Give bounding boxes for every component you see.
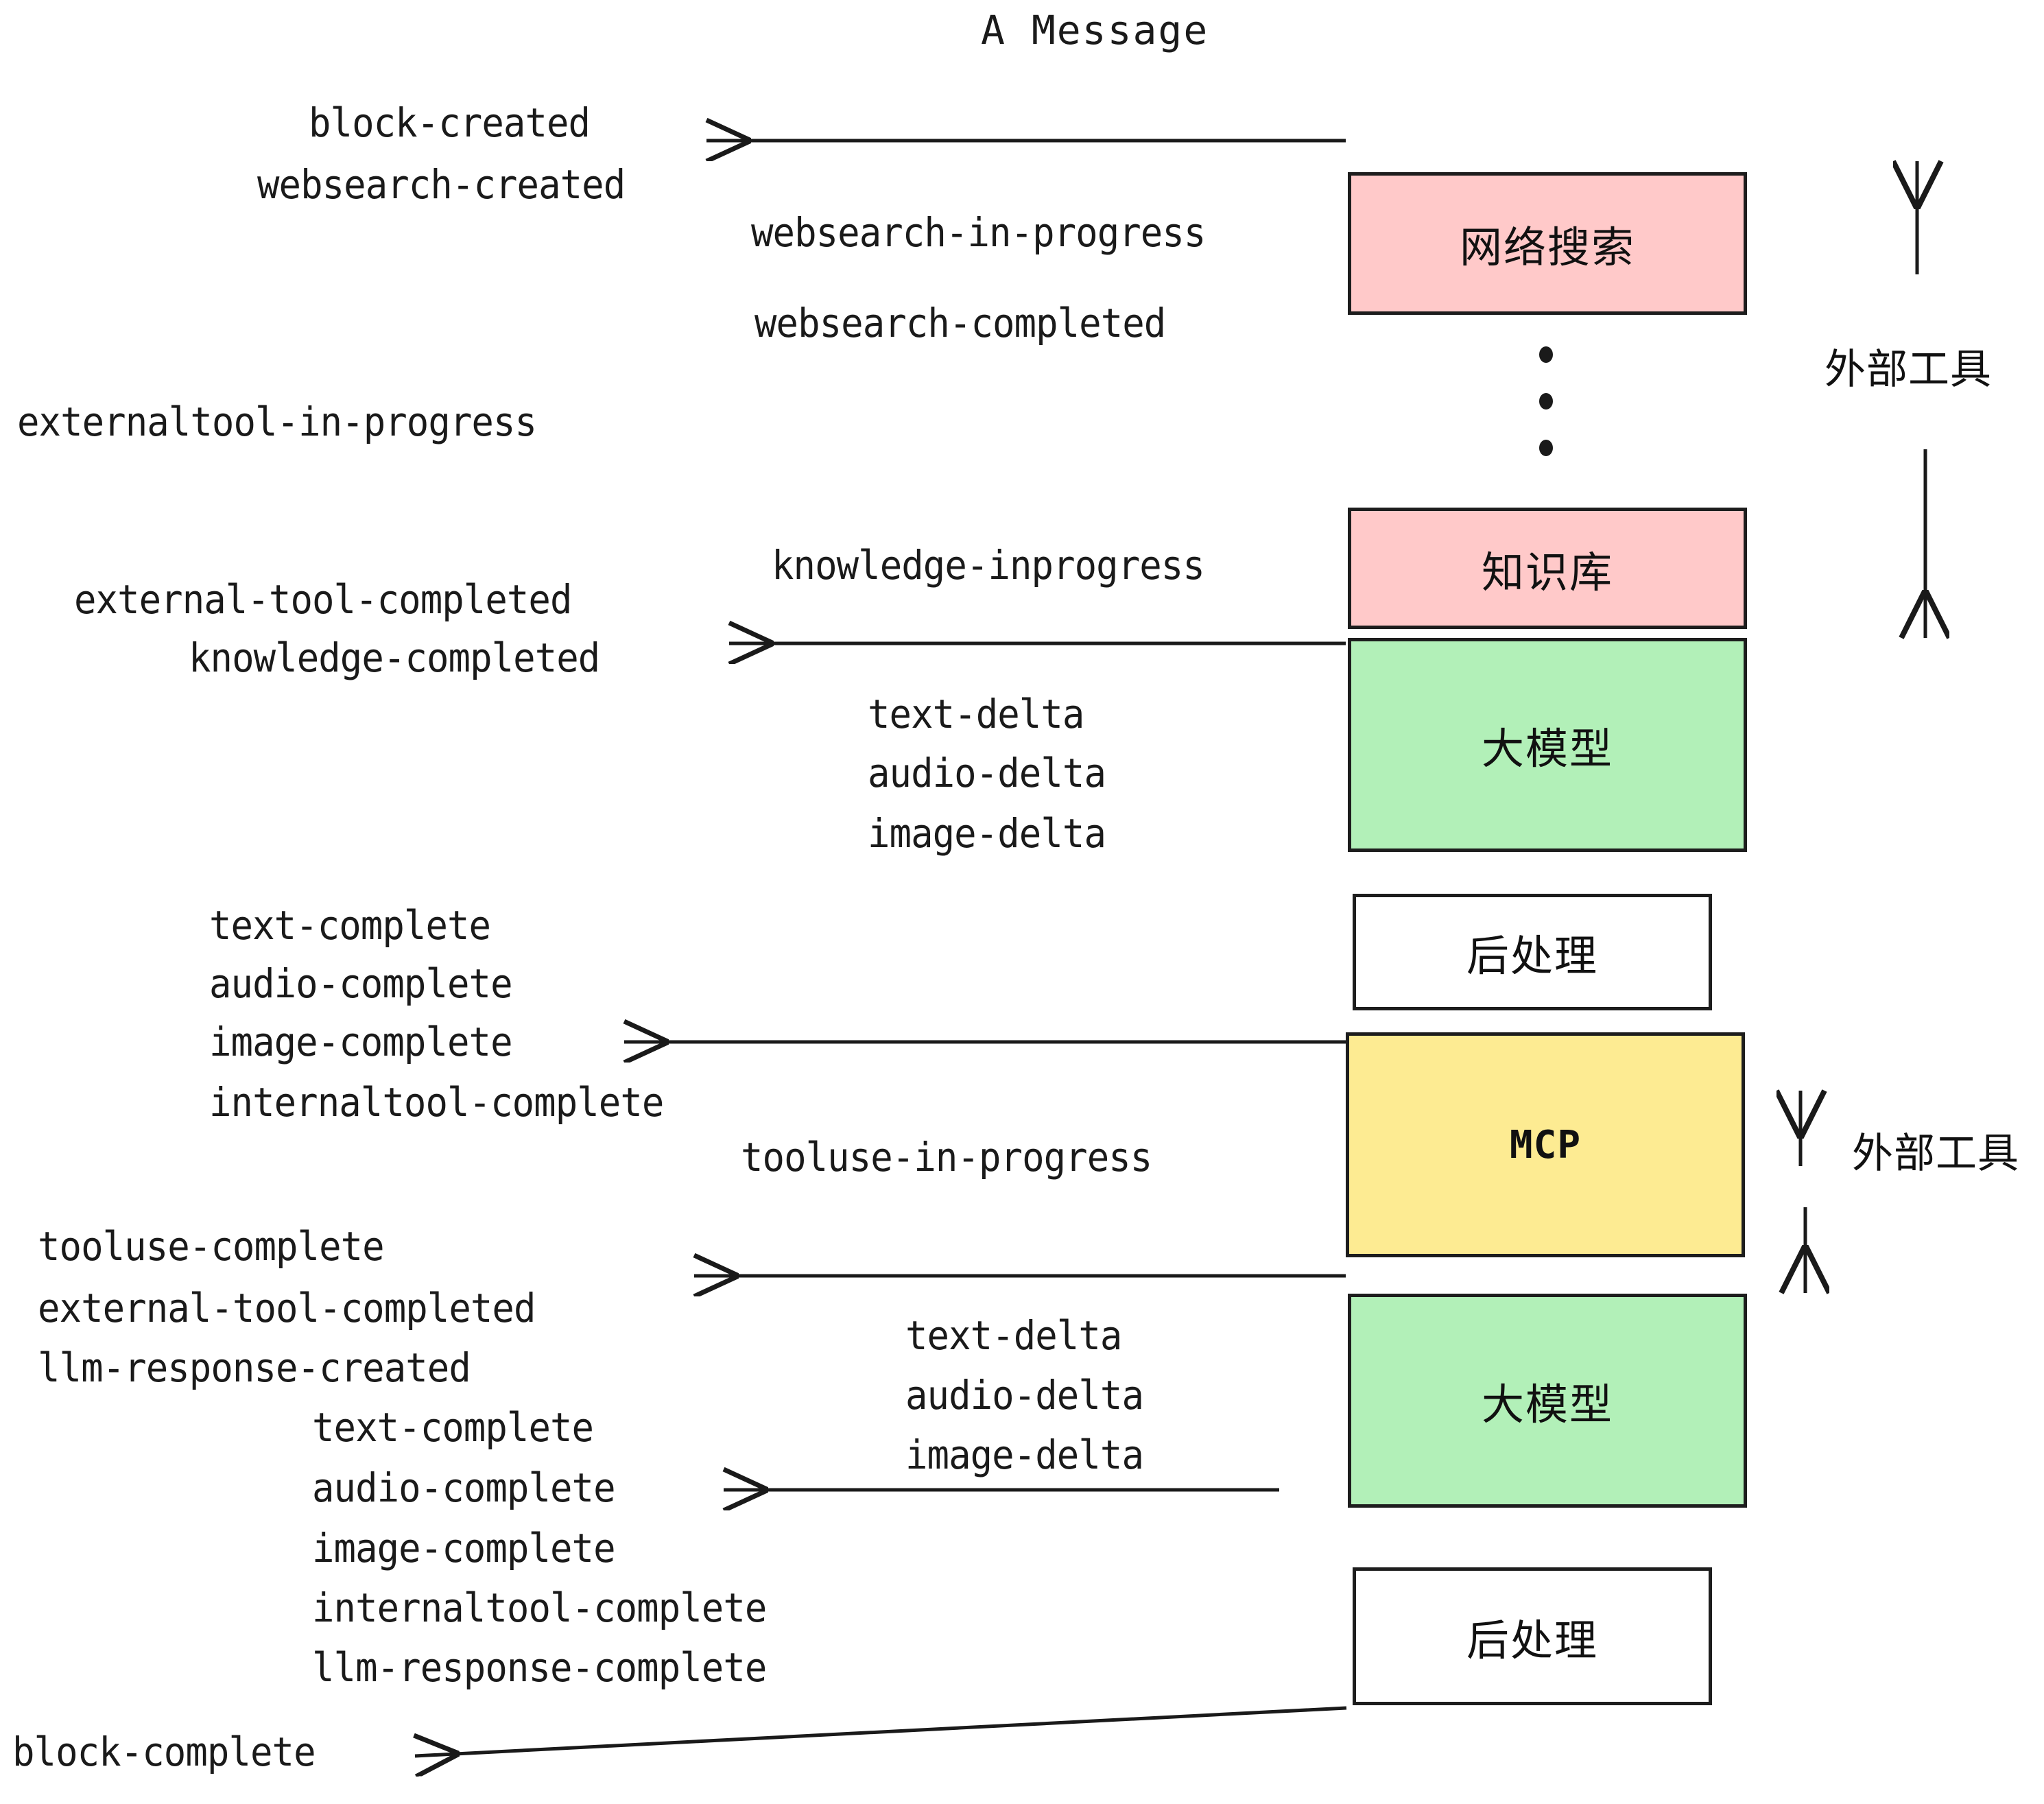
event-label-tooluse-in-progress: tooluse-in-progress <box>741 1134 1152 1180</box>
node-label: 网络搜索 <box>1459 222 1635 272</box>
event-label-image-complete-2: image-complete <box>312 1525 616 1571</box>
event-label-external-tool-completed-2: external-tool-completed <box>38 1285 536 1331</box>
event-label-knowledge-completed: knowledge-completed <box>189 634 600 681</box>
vertical-ellipsis-icon <box>1539 346 1553 486</box>
event-label-knowledge-inprogress: knowledge-inprogress <box>772 542 1205 589</box>
event-label-llm-response-complete: llm-response-complete <box>312 1644 767 1691</box>
node-label: 后处理 <box>1466 931 1598 981</box>
event-label-image-complete-1: image-complete <box>209 1019 513 1065</box>
event-label-text-delta-2: text-delta <box>905 1312 1122 1359</box>
node-label: 后处理 <box>1466 1615 1598 1665</box>
event-label-text-complete-1: text-complete <box>209 902 491 949</box>
node-label: MCP <box>1509 1122 1582 1167</box>
event-label-text-delta-1: text-delta <box>868 691 1084 737</box>
node-mcp[interactable]: MCP <box>1346 1032 1745 1257</box>
event-label-text-complete-2: text-complete <box>312 1404 594 1451</box>
event-label-image-delta-2: image-delta <box>905 1432 1144 1478</box>
event-label-internaltool-complete-2: internaltool-complete <box>312 1585 767 1631</box>
node-knowledge[interactable]: 知识库 <box>1348 508 1747 629</box>
node-postprocess-1[interactable]: 后处理 <box>1353 894 1712 1010</box>
event-label-externaltool-in-progress: externaltool-in-progress <box>17 399 537 445</box>
node-postprocess-2[interactable]: 后处理 <box>1353 1567 1712 1705</box>
event-label-websearch-created: websearch-created <box>257 161 626 208</box>
node-label: 知识库 <box>1481 547 1613 597</box>
page-title: A Message <box>981 7 1209 54</box>
side-label-external-tools-bottom: 外部工具 <box>1852 1130 2019 1178</box>
arrow-postprocess2-to-block-complete <box>415 1706 1347 1756</box>
event-label-llm-response-created: llm-response-created <box>38 1344 471 1391</box>
node-label: 大模型 <box>1481 1379 1613 1429</box>
event-label-audio-delta-1: audio-delta <box>868 750 1106 796</box>
event-label-websearch-completed: websearch-completed <box>754 300 1166 346</box>
side-label-external-tools-top: 外部工具 <box>1825 346 1992 394</box>
node-llm-1[interactable]: 大模型 <box>1348 638 1747 852</box>
event-label-websearch-in-progress: websearch-in-progress <box>751 209 1206 256</box>
event-label-image-delta-1: image-delta <box>868 810 1106 857</box>
event-label-internaltool-complete-1: internaltool-complete <box>209 1079 664 1126</box>
event-label-tooluse-complete: tooluse-complete <box>38 1223 385 1270</box>
event-label-external-tool-completed-1: external-tool-completed <box>74 576 572 623</box>
event-label-block-created: block-created <box>309 99 591 146</box>
event-label-audio-complete-2: audio-complete <box>312 1464 616 1511</box>
event-label-audio-delta-2: audio-delta <box>905 1372 1144 1419</box>
node-llm-2[interactable]: 大模型 <box>1348 1294 1747 1508</box>
node-websearch[interactable]: 网络搜索 <box>1348 172 1747 315</box>
event-label-block-complete: block-complete <box>12 1729 316 1775</box>
event-label-audio-complete-1: audio-complete <box>209 960 513 1007</box>
node-label: 大模型 <box>1481 724 1613 774</box>
